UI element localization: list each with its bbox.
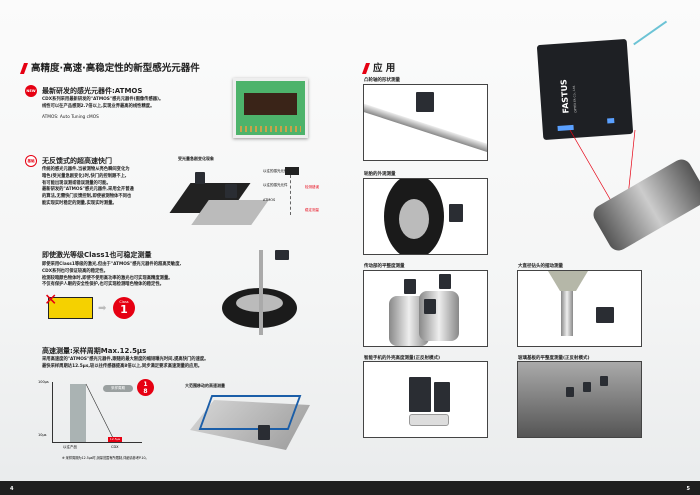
body-line: 的算法,无需快门反馈控制,即使被测物体不同也 [42,194,132,200]
sensor-image [275,250,289,260]
dark-block [285,167,299,175]
right-page-title: 应 用 [361,60,396,74]
app-caption: 轮胎的外观测量 [364,172,396,177]
label-conventional-2: 以往的感光元件 [263,183,288,187]
class-label: Class [119,300,129,304]
label-atmos: ATMOS [263,198,276,202]
body-line: 有可能出现误测或错误测量的可能。 [42,180,111,186]
body-line: 传统的感光元器件,当被测物从亮色瞬间变化为 [42,167,130,172]
app-caption: 大直径钻头的摆动测量 [518,264,563,269]
slash-mark-icon [361,63,371,74]
right-footer: 5 [350,481,700,495]
shutter-body: 传统的感光元器件,当被测物从亮色瞬间变化为 暗色(受光量急剧变化)时,快门的控制… [42,167,177,208]
diagram-labels: 以往的感光元件 以往的感光元件 ATMOS [263,169,293,202]
badge-text: NEW [26,89,36,93]
badge-text: 基础 [27,158,35,163]
bar-conventional [70,384,86,442]
app-image-drill [517,270,642,347]
app-image-camshaft [363,84,488,161]
arrow-right-icon: ➡ [98,303,107,314]
sensor-image [225,184,237,198]
atmos-heading: 最新研发的感光元器件:ATMOS [42,87,143,95]
body-line: 采用高速度的"ATMOS"感光元器件,跟随的最大限度的缩短曝光时间,提高快门的速… [42,357,209,362]
body-line: 暗色(受光量急剧变化)时,快门的控制跟不上, [42,173,127,179]
y-tick-top: 100μs [38,380,49,384]
body-line: 最快采样周期达12.5μs,较以往传感器提高8倍以上,同步满足要求高速测量的应用… [42,363,203,369]
page-number: 5 [686,486,690,492]
right-page: 应 用 FASTUS OPTEX FA Co., Ltd. 凸轮轴的形状测量 轮… [350,0,700,495]
app-caption: 玻璃基板的平整度测量(正反射模式) [518,356,590,361]
app-image-drive [363,270,488,347]
left-footer: 4 [0,481,350,495]
speed-body: 采用高速度的"ATMOS"感光元器件,跟随的最大限度的缩短曝光时间,提高快门的速… [42,357,208,371]
body-line: 能实现实时稳定的测量,实现实时测量。 [42,200,117,206]
app-image-tire [363,178,488,255]
shutter-heading: 无反馈式的超高速快门 [42,157,112,165]
body-line: 即使采用Class1等级的激光,但由于"ATMOS"感光元器件的超高灵敏度, [42,262,182,267]
atmos-note: ATMOS: Auto Tuning cMOS [42,114,99,120]
new-badge: NEW [25,85,37,97]
y-tick-bottom: 10μs [38,433,47,437]
app-caption: 传动部的平整度测量 [364,264,405,269]
left-page-title: 高精度·高速·高稳定性的新型感光元器件 [19,60,200,74]
sampling-chart: 100μs 10μs 12.5μs [38,380,142,443]
app-caption: 智能手机的外壳高度测量(正反射模式) [364,356,441,361]
sensor-image [258,425,270,440]
x-label-conventional: 以往产品 [63,445,77,449]
ratio-badge: 1 8 [137,379,154,396]
shaft-image [259,250,263,335]
left-page: 高精度·高速·高稳定性的新型感光元器件 NEW 最新研发的感光元器件:ATMOS… [0,0,350,495]
body-line: CDX系列采用最新研发的"ATMOS"感光元器件(图像传感器)。 [42,97,164,102]
slash-mark-icon [19,63,29,74]
label-conventional: 以往的感光元件 [263,169,288,173]
class1-badge: Class 1 [113,297,135,319]
title-text: 高精度·高速·高稳定性的新型感光元器件 [31,63,200,74]
body-line: CDX系列也可保证较高的稳定性。 [42,268,108,274]
brand-logo: FASTUS [559,78,571,114]
stable-label: 稳定测量 [305,208,319,212]
speed-heading: 高速测量:采样周期Max.12.5μs [42,347,147,355]
ratio-den: 8 [143,388,148,395]
sampling-pill: 采样周期 [103,385,133,392]
x-label-cdx: CDX [111,445,119,449]
body-line: 检测较暗颜色物体时,即使不使用高功率的激光也可实现高精度测量。 [42,275,173,281]
error-label: 检测错误 [305,185,319,189]
class1-body: 即使采用Class1等级的激光,但由于"ATMOS"感光元器件的超高灵敏度, C… [42,262,222,289]
class1-heading: 即使激光等级Class1也可稳定测量 [42,251,152,259]
body-line: 最新研发的"ATMOS"感光元器件,采用全开普通 [42,187,134,193]
atmos-body: CDX系列采用最新研发的"ATMOS"感光元器件(图像传感器)。 线性可以在产品… [42,97,163,121]
brand-sub: OPTEX FA Co., Ltd. [571,84,578,113]
speed-image-caption: 大范围移动的高速测量 [185,383,225,388]
path-arrow-image [198,395,302,430]
basic-badge: 基础 [25,155,37,167]
laser-warning-label-icon: ✕ [44,292,93,319]
hero-sensor-image: FASTUS OPTEX FA Co., Ltd. [536,38,634,141]
app-image-glass [517,361,642,438]
timeline [290,175,291,215]
atmos-chip-image [233,78,308,138]
sensor-image [195,172,205,184]
title-text: 应 用 [373,63,396,74]
body-line: 线性可以在产品感测2.7倍以上,实现业界最高的线性精度。 [42,103,155,109]
app-image-smartphone [363,361,488,438]
body-line: 不仅有保护人眼的安全性保护,也可实现检测暗色物体的稳定性。 [42,282,164,288]
class-value: 1 [120,303,128,316]
cable-image [633,20,667,45]
speed-footnote: ※ 采样周期为12.5μs时,测量范围有所限制,详细请参考P.10。 [62,456,149,460]
ratio-num: 1 [143,381,148,388]
app-caption: 凸轮轴的形状测量 [364,78,400,83]
page-number: 4 [10,486,14,492]
cdx-bar: 12.5μs [108,437,122,442]
shutter-diagram-title: 受光量急剧变化现象 [178,156,214,161]
